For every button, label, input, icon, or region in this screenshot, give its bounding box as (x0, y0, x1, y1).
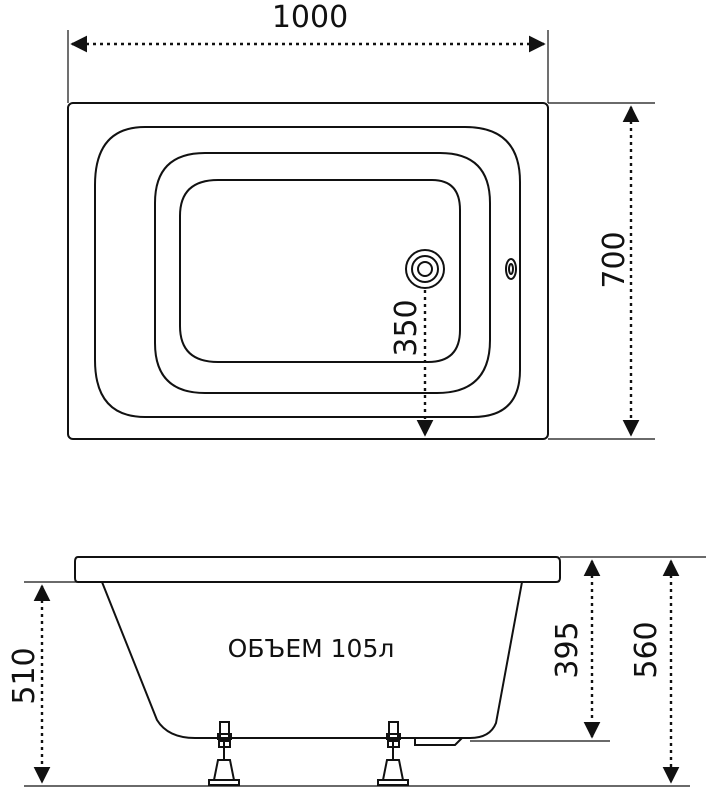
drain-fitting-side (414, 737, 463, 746)
leg-right (377, 721, 409, 786)
drain-icon (405, 249, 445, 289)
width-label: 700 (597, 231, 632, 288)
tub-inner-contour (94, 126, 521, 418)
tub-basin-step (154, 152, 491, 394)
height-with-legs-label: 560 (629, 621, 664, 678)
drain-offset-label: 350 (389, 299, 424, 356)
total-height-label: 510 (7, 647, 42, 704)
tub-rim-side (74, 556, 561, 583)
depth-label: 395 (550, 621, 585, 678)
tub-body-side (100, 581, 524, 739)
leg-left (208, 721, 240, 786)
tub-basin-floor (179, 179, 461, 363)
side-view: ОБЪЕМ 105л 510 395 560 (7, 556, 706, 787)
top-view: 1000 700 350 (67, 0, 655, 440)
length-label: 1000 (272, 0, 348, 35)
volume-label: ОБЪЕМ 105л (228, 634, 395, 663)
tub-rim-outline (67, 102, 549, 440)
overflow-icon (505, 258, 517, 280)
